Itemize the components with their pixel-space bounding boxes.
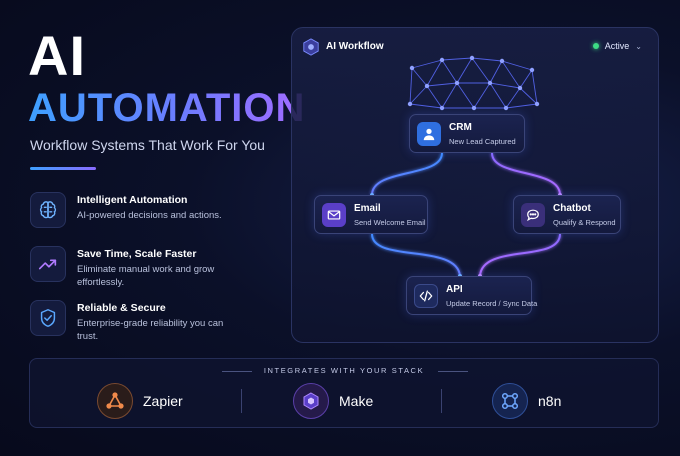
status-dot-icon (592, 43, 599, 49)
feature-description: AI-powered decisions and actions. (77, 210, 222, 221)
shield-check-icon (30, 300, 66, 336)
integration-make[interactable]: Make (293, 383, 373, 419)
workflow-panel: AI Workflow Active ⌄ (291, 27, 659, 343)
node-name: CRM (449, 122, 472, 133)
workflow-logo-icon (303, 38, 319, 56)
hero-title-ai: AI (28, 24, 86, 87)
integration-name: Make (339, 393, 374, 409)
chat-icon (521, 203, 545, 227)
status-label: Active (604, 41, 630, 51)
feature-description: Enterprise-grade reliability you can tru… (77, 318, 224, 342)
node-detail: Update Record / Sync Data (446, 299, 538, 308)
user-icon (417, 122, 441, 146)
feature-title: Save Time, Scale Faster (77, 248, 197, 260)
feature-title: Intelligent Automation (77, 194, 188, 206)
node-api[interactable]: API Update Record / Sync Data (406, 276, 537, 315)
node-detail: Send Welcome Email (354, 218, 426, 227)
feature-description: Eliminate manual work and grow effortles… (77, 264, 215, 288)
node-name: Chatbot (553, 203, 591, 214)
integrations-strip: INTEGRATES WITH YOUR STACK Zapier Make n… (29, 358, 659, 428)
hero-title-automation: AUTOMATION (28, 86, 306, 130)
node-name: API (446, 284, 463, 295)
node-chatbot[interactable]: Chatbot Qualify & Respond (513, 195, 621, 234)
mail-icon (322, 203, 346, 227)
hero-subtitle: Workflow Systems That Work For You (30, 137, 265, 153)
n8n-icon (492, 383, 528, 419)
status-dropdown[interactable]: Active ⌄ (592, 41, 642, 51)
make-icon (293, 383, 329, 419)
integration-divider (441, 389, 442, 413)
integration-name: n8n (538, 393, 562, 409)
integrations-label: INTEGRATES WITH YOUR STACK (263, 366, 425, 375)
node-detail: Qualify & Respond (553, 218, 616, 227)
node-name: Email (354, 203, 381, 214)
strip-divider-line (438, 371, 468, 372)
node-crm[interactable]: CRM New Lead Captured (409, 114, 525, 153)
feature-title: Reliable & Secure (77, 302, 166, 314)
trend-up-icon (30, 246, 66, 282)
integration-n8n[interactable]: n8n (492, 383, 561, 419)
code-icon (414, 284, 438, 308)
panel-title: AI Workflow (326, 41, 384, 52)
chevron-down-icon: ⌄ (635, 41, 642, 51)
node-detail: New Lead Captured (449, 137, 516, 146)
zapier-icon (97, 383, 133, 419)
hero-accent-rule (30, 167, 96, 170)
brain-icon (30, 192, 66, 228)
strip-divider-line (222, 371, 252, 372)
node-email[interactable]: Email Send Welcome Email (314, 195, 428, 234)
integration-name: Zapier (143, 393, 183, 409)
workflow-connections (370, 55, 562, 278)
neural-network-graphic (409, 57, 538, 109)
integration-divider (241, 389, 242, 413)
integration-zapier[interactable]: Zapier (97, 383, 183, 419)
